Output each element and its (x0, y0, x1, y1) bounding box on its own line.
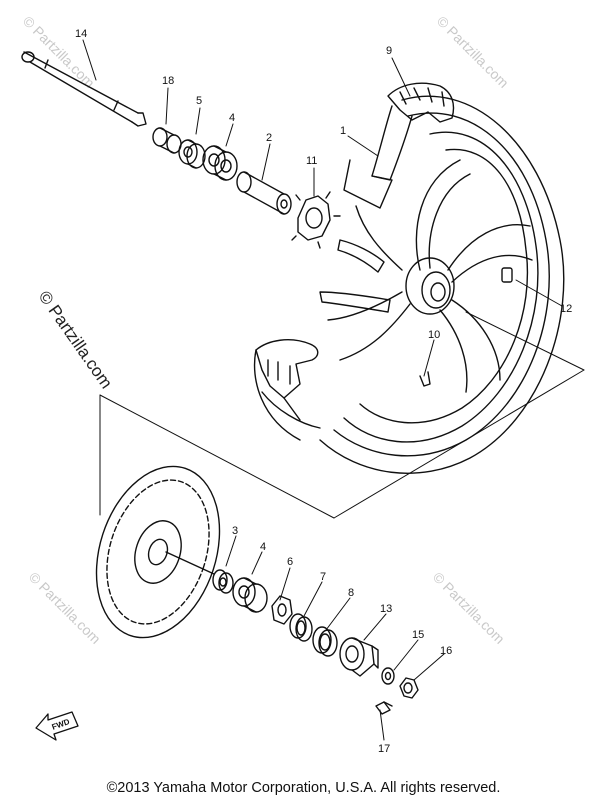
copyright-notice: ©2013 Yamaha Motor Corporation, U.S.A. A… (106, 780, 501, 796)
brake-disc (95, 465, 221, 639)
callout-16: 16 (440, 645, 452, 657)
bearing-part-4-upper (202, 145, 238, 181)
callout-5: 5 (196, 95, 202, 107)
watermark-bottom-left: © Partzilla.com (26, 569, 104, 647)
oil-seal-part-3 (212, 569, 234, 594)
oil-seal-part-8 (312, 626, 338, 657)
callout-2: 2 (266, 132, 272, 144)
callout-12: 12 (560, 303, 572, 315)
front-wheel-exploded-diagram: © Partzilla.com © Partzilla.com © Partzi… (20, 13, 585, 755)
leader-lines (82, 39, 563, 741)
collar-part-18 (152, 127, 182, 154)
gear-unit-part-13 (339, 637, 379, 677)
callout-8: 8 (348, 587, 354, 599)
callout-4-lower: 4 (260, 541, 266, 553)
washer-part-15 (381, 667, 395, 685)
callout-1: 1 (340, 125, 346, 137)
cotter-pin-part-17 (375, 701, 393, 715)
retainer-part-7 (289, 613, 313, 642)
callout-7: 7 (320, 571, 326, 583)
wheel-rim-part-1 (253, 82, 565, 474)
callout-4-upper: 4 (229, 112, 235, 124)
bearing-part-5 (178, 139, 206, 169)
spacer-part-2 (236, 171, 292, 215)
callout-15: 15 (412, 629, 424, 641)
exploded-view-guide-lines (99, 311, 585, 519)
axle-part-14 (21, 51, 147, 127)
callout-18: 18 (162, 75, 174, 87)
callout-11: 11 (306, 155, 317, 167)
bearing-part-4-lower (232, 577, 268, 613)
callout-14: 14 (75, 28, 87, 40)
watermark-main: © Partzilla.com (35, 287, 116, 392)
watermark-top-right: © Partzilla.com (434, 13, 512, 91)
callout-6: 6 (287, 556, 293, 568)
fwd-arrow: FWD (35, 711, 79, 741)
callout-3: 3 (232, 525, 238, 537)
watermark-bottom-right: © Partzilla.com (430, 569, 508, 647)
callout-17: 17 (378, 743, 390, 755)
clip-part-6 (271, 595, 293, 625)
callout-9: 9 (386, 45, 392, 57)
gear-part-11 (291, 191, 341, 249)
callout-13: 13 (380, 603, 392, 615)
callout-labels: 14 18 5 4 2 9 1 11 12 10 3 4 6 7 8 13 15… (75, 28, 572, 755)
callout-10: 10 (428, 329, 440, 341)
nut-part-16 (399, 677, 419, 699)
